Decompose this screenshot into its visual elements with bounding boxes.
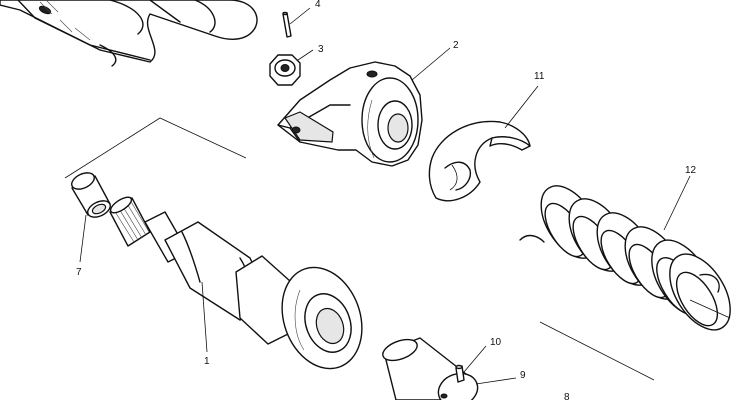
callout-8: 8: [564, 392, 570, 400]
part-7-bushing: [71, 172, 111, 263]
part-3-nut: [269, 49, 314, 86]
callout-2: 2: [453, 40, 459, 51]
part-1-shaft: [109, 196, 363, 370]
part-11-spring-seat: [428, 85, 539, 202]
callout-3: 3: [318, 44, 324, 55]
track-chain: [0, 0, 258, 67]
part-12-coil-spring: [519, 175, 731, 331]
part-4-pin: [282, 7, 311, 38]
part-9-sleeve: [382, 337, 517, 400]
callout-11: 11: [534, 71, 545, 82]
part-2-yoke-bracket: [277, 47, 451, 167]
callout-9: 9: [520, 370, 526, 381]
callout-4: 4: [315, 0, 321, 10]
callout-12: 12: [685, 165, 697, 176]
assembly-guide-lines: [64, 117, 655, 381]
callout-1: 1: [204, 356, 210, 367]
callout-10: 10: [490, 337, 502, 348]
part-10-small-pin: [455, 345, 487, 383]
callout-7: 7: [76, 267, 82, 278]
